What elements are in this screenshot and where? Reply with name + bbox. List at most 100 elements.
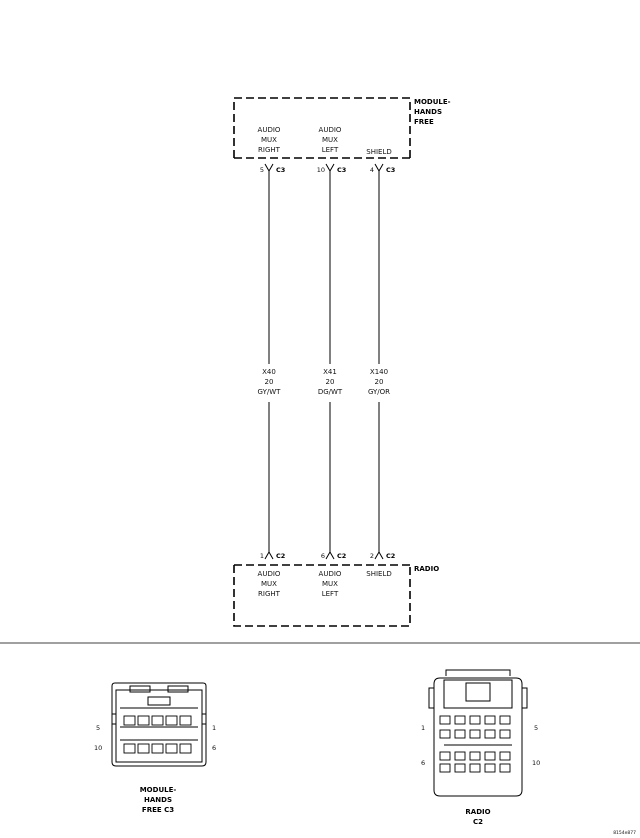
connector-side-lock [428,687,435,709]
pin-label: 6 [421,759,425,767]
cavity [469,763,481,773]
radio-pin-label: SHIELD [366,570,391,578]
pin-label: 6 [212,744,216,752]
connector-latch [465,682,491,702]
module-hands-free: MODULE- HANDS FREE AUDIO MUX RIGHT AUDIO… [233,97,451,159]
connector-id: C3 [337,166,346,174]
connector-view-hands-free-c3: 5 1 10 6 MODULE- HANDS FREE C3 [94,682,216,814]
cavity [137,743,150,754]
connector-side-lock [201,713,207,725]
connector-id: C3 [386,166,395,174]
connector-id: C2 [276,552,285,560]
connector-housing [111,682,207,767]
wire-circuit: X41 [323,368,337,376]
cavity [165,743,178,754]
wire-gauge: 20 [375,378,384,386]
cavity-grid [439,715,511,773]
connector-caption: FREE C3 [142,806,174,814]
connector-face [115,689,203,763]
module-pin-label: LEFT [322,146,339,154]
connector-view-radio-c2: 1 5 6 10 RADIO C2 [421,669,540,826]
module-pin-label: AUDIO [258,126,281,134]
radio-module: RADIO AUDIO MUX RIGHT AUDIO MUX LEFT SHI… [233,564,439,627]
pin-number: 6 [321,552,325,560]
cavity [439,751,451,761]
pin-label: 10 [94,744,102,752]
module-name-line3: FREE [414,118,434,126]
cavity [499,751,511,761]
radio-pin-label: AUDIO [258,570,281,578]
radio-box-outline [233,565,411,627]
wire-circuit: X40 [262,368,276,376]
cavity [439,729,451,739]
cavity [454,729,466,739]
cavity [499,763,511,773]
module-pin-label: SHIELD [366,148,391,156]
wire-gauge: 20 [265,378,274,386]
module-box-outline [233,97,411,158]
connector-caption: MODULE- [140,786,177,794]
cavity [439,715,451,725]
pin-terminal-icon [325,163,335,173]
connector-latch [147,696,171,706]
pin-label: 10 [532,759,540,767]
cavity [454,751,466,761]
pin-number: 10 [317,166,325,174]
connector-top-lip [445,669,511,676]
wire-circuit: X140 [370,368,388,376]
connector-caption: HANDS [144,796,172,804]
radio-connector-pins: 1 C2 6 C2 2 C2 [260,550,395,560]
pin-terminal-icon [325,550,335,560]
radio-pin-label: MUX [261,580,277,588]
wire-color: GY/WT [258,388,282,396]
connector-latch-area [443,679,513,709]
pin-terminal-icon [264,163,274,173]
cavity [179,743,192,754]
radio-pin-label: MUX [322,580,338,588]
pin-terminal-icon [374,163,384,173]
cavity [454,763,466,773]
pin-label: 5 [534,724,538,732]
cavity-grid [123,715,192,754]
wire-gauge: 20 [326,378,335,386]
connector-id: C3 [276,166,285,174]
module-pin-label: AUDIO [319,126,342,134]
cavity [484,715,496,725]
wire-color: DG/WT [318,388,343,396]
figure-id: 8154e877 [613,830,636,836]
cavity [137,715,150,726]
pin-label: 1 [421,724,425,732]
radio-pin-label: LEFT [322,590,339,598]
radio-pin-label: AUDIO [319,570,342,578]
wires: X40 20 GY/WT X41 20 DG/WT X140 20 GY/OR [258,171,390,552]
cavity [179,715,192,726]
cavity [469,729,481,739]
pin-label: 5 [96,724,100,732]
radio-name: RADIO [414,565,439,573]
cavity [151,715,164,726]
module-name-line1: MODULE- [414,98,451,106]
cavity [469,751,481,761]
pin-number: 5 [260,166,264,174]
wire-color: GY/OR [368,388,390,396]
cavity [123,743,136,754]
module-name-line2: HANDS [414,108,442,116]
module-pin-label: MUX [322,136,338,144]
cavity [484,729,496,739]
module-pin-label: RIGHT [258,146,281,154]
cavity [499,729,511,739]
pin-number: 1 [260,552,264,560]
cavity [499,715,511,725]
connector-id: C2 [386,552,395,560]
cavity [151,743,164,754]
cavity [165,715,178,726]
cavity [484,751,496,761]
pin-number: 4 [370,166,374,174]
module-connector-pins: 5 C3 10 C3 4 C3 [260,163,395,174]
connector-caption: RADIO [465,808,490,816]
connector-side-lock [521,687,528,709]
cavity [469,715,481,725]
cavity [439,763,451,773]
connector-side-lock [111,713,117,725]
